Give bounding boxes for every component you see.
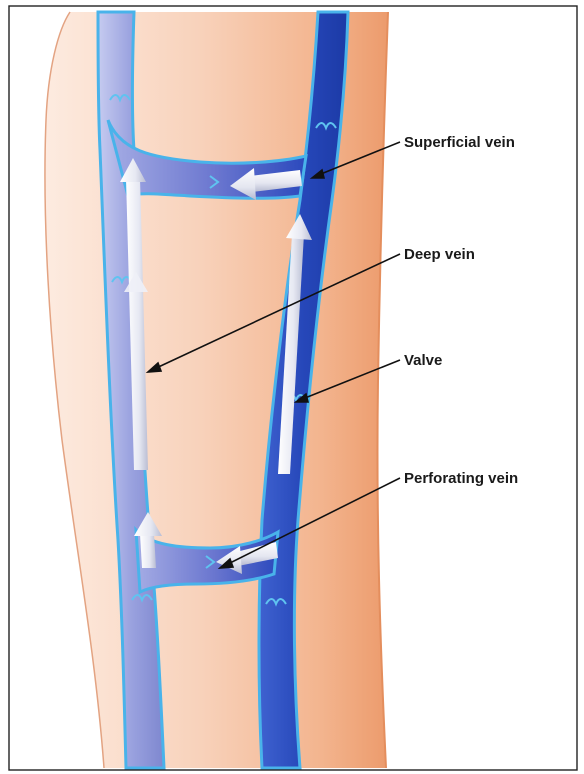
label-superficial-vein: Superficial vein bbox=[404, 134, 515, 151]
deep-arrow-lower bbox=[140, 534, 156, 568]
label-valve: Valve bbox=[404, 352, 442, 369]
label-deep-vein: Deep vein bbox=[404, 246, 475, 263]
label-perforating-vein: Perforating vein bbox=[404, 470, 518, 487]
